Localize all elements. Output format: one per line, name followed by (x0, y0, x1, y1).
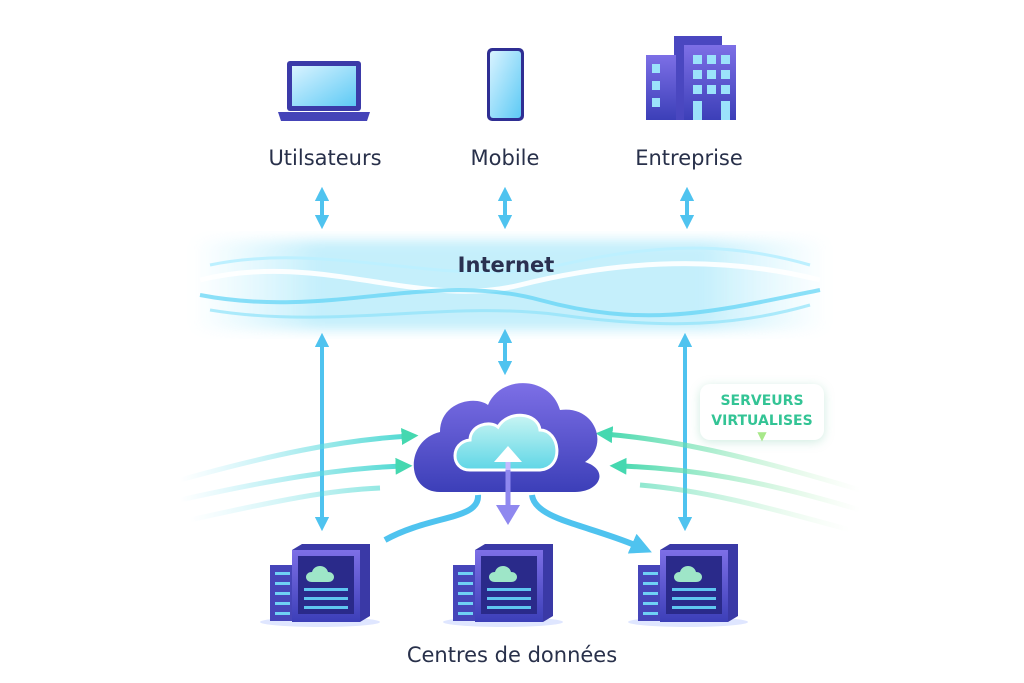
datacenter-server-icon (443, 544, 563, 627)
datacenter-server-icon (260, 544, 380, 627)
datacenters-label: Centres de données (406, 643, 618, 667)
incoming-flows-left (179, 428, 419, 523)
internet-label: Internet (457, 253, 555, 277)
office-building-icon (646, 36, 736, 120)
cloud-server-flows (383, 494, 652, 554)
users-label: Utilsateurs (268, 146, 382, 170)
badge-line-2: VIRTUALISES (711, 413, 813, 429)
mobile-phone-icon (487, 48, 524, 121)
internet-wave-band (190, 240, 830, 330)
virtualized-servers-badge: SERVEURS VIRTUALISES ▼ (700, 384, 824, 443)
datacenter-server-icon (628, 544, 748, 627)
laptop-icon (278, 61, 370, 121)
badge-line-1: SERVEURS (720, 393, 804, 409)
enterprise-label: Entreprise (635, 146, 743, 170)
cloud-icon (413, 383, 600, 525)
badge-arrow-down-icon: ▼ (757, 429, 767, 443)
mobile-label: Mobile (470, 146, 540, 170)
incoming-flows-right (595, 426, 861, 533)
